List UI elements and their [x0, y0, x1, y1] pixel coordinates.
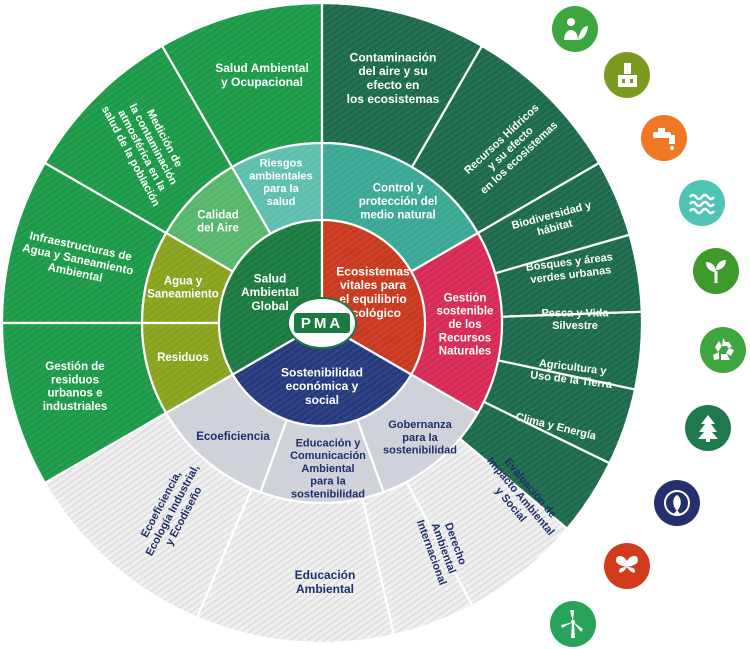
core-salud-global-label-line: Ambiental: [241, 285, 299, 299]
waves-icon[interactable]: [679, 180, 725, 226]
core-ecosistemas-label-line: Ecosistemas: [336, 264, 410, 278]
middle-gestion-label-line: Recursos: [439, 332, 491, 344]
middle-riesgos-label-line: ambientales: [249, 170, 313, 182]
outer-salud-ocupacional-label-line: Salud Ambiental: [215, 61, 309, 75]
middle-educacion-label-line: sostenibilidad: [291, 488, 365, 500]
outer-gestion-residuos-label-line: Gestión de: [45, 361, 104, 373]
pma-logo: PMA: [287, 297, 357, 349]
middle-educacion-label-line: Educación y: [296, 437, 362, 449]
middle-gobernanza-label-line: sostenibilidad: [383, 445, 457, 457]
outer-contaminacion-aire-label-line: Contaminación: [350, 50, 437, 64]
middle-educacion-label-line: Ambiental: [301, 463, 354, 475]
middle-residuos-label-line: Residuos: [157, 352, 209, 364]
outer-contaminacion-aire-label-line: del aire y su: [358, 64, 427, 78]
middle-riesgos-label-line: para la: [263, 183, 299, 195]
outer-gestion-residuos-label-line: industriales: [43, 401, 108, 413]
outer-pesca-label-line: Silvestre: [552, 320, 598, 332]
fish-icon[interactable]: [654, 480, 700, 526]
middle-educacion-label-line: para la: [310, 476, 346, 488]
middle-calidad-aire-label-line: Calidad: [197, 209, 239, 221]
outer-gestion-residuos-label-line: urbanos e: [48, 388, 103, 400]
middle-ecoeficiencia-label: Ecoeficiencia: [196, 431, 270, 443]
core-sostenibilidad-label-line: Sostenibilidad: [281, 365, 363, 379]
middle-gobernanza-label-line: Gobernanza: [388, 419, 452, 431]
core-salud-global-label-line: Global: [251, 299, 288, 313]
core-sostenibilidad-label-line: social: [305, 393, 339, 407]
middle-riesgos-label-line: Riesgos: [260, 158, 303, 170]
middle-educacion-label-line: Comunicación: [290, 450, 366, 462]
middle-control-label-line: medio natural: [360, 209, 435, 221]
core-sostenibilidad-label-line: económica y: [286, 379, 359, 393]
middle-gestion-label-line: Gestión: [444, 292, 487, 304]
core-salud-global-label-line: Salud: [254, 271, 287, 285]
industry-icon[interactable]: [604, 52, 650, 98]
middle-calidad-aire-label: Calidad del Aire: [197, 209, 239, 234]
core-ecosistemas-label-line: vitales para: [340, 278, 406, 292]
wind-turbine-icon[interactable]: [550, 601, 596, 647]
middle-residuos-label: Residuos: [157, 352, 209, 364]
outer-contaminacion-aire-label-line: efecto en: [367, 78, 420, 92]
middle-gestion-label-line: Naturales: [439, 346, 491, 358]
core-ecosistemas-label-line: el equilibrio: [339, 292, 406, 306]
middle-agua-label-line: Saneamiento: [147, 289, 219, 301]
outer-gestion-residuos-label-line: residuos: [51, 374, 99, 386]
faucet-icon[interactable]: [641, 115, 687, 161]
outer-educacion-ambiental-label-line: Ambiental: [296, 582, 354, 596]
middle-gestion-label-line: sostenible: [437, 306, 494, 318]
middle-riesgos-label-line: salud: [267, 196, 296, 208]
middle-agua-label: Agua y Saneamiento: [147, 275, 219, 300]
middle-control-label-line: protección del: [359, 196, 438, 208]
middle-gestion-label-line: de los: [448, 319, 481, 331]
butterfly-icon[interactable]: [604, 543, 650, 589]
middle-control-label-line: Control y: [373, 183, 424, 195]
people-leaf-icon[interactable]: [552, 6, 598, 52]
pine-tree-icon[interactable]: [685, 405, 731, 451]
middle-agua-label-line: Agua y: [164, 275, 203, 287]
pma-logo-text: PMA: [301, 315, 343, 332]
outer-contaminacion-aire-label-line: los ecosistemas: [347, 92, 440, 106]
outer-salud-ocupacional-label-line: y Ocupacional: [221, 75, 303, 89]
outer-educacion-ambiental-label-line: Educación: [295, 568, 356, 582]
outer-pesca-label-line: Pesca y Vida: [541, 307, 609, 319]
recycle-icon[interactable]: [700, 327, 746, 373]
sprout-icon[interactable]: [693, 248, 739, 294]
middle-ecoeficiencia-label-line: Ecoeficiencia: [196, 431, 270, 443]
core-ecosistemas-label-line: ecológico: [345, 306, 401, 320]
middle-calidad-aire-label-line: del Aire: [197, 223, 239, 235]
middle-gobernanza-label-line: para la: [402, 432, 438, 444]
